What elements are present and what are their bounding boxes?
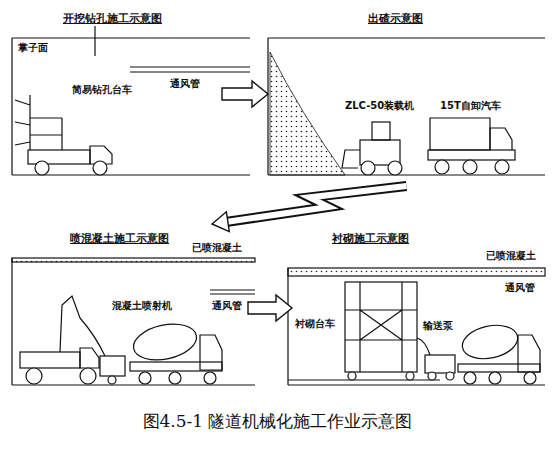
lining-scene-part — [345, 282, 417, 372]
flow-arrow — [248, 295, 292, 321]
part-label: 掌子面 — [18, 42, 48, 54]
shotcrete-scene-part — [139, 372, 151, 384]
drilling-scene-part — [130, 67, 250, 72]
lining-scene-part — [459, 321, 520, 364]
arrow-part — [222, 81, 268, 107]
lining-scene-part — [446, 372, 454, 380]
lining-scene-part — [348, 372, 356, 380]
part-label: 通风管 — [505, 282, 535, 294]
shotcrete-scene-part — [130, 319, 200, 366]
part-label: 通风管 — [170, 78, 200, 90]
mucking-scene-part — [435, 160, 449, 174]
panel-title: 衬砌施工示意图 — [332, 232, 409, 245]
shotcrete-scene-part — [130, 362, 222, 371]
mucking-scene-part — [361, 161, 375, 175]
lining-scene-part — [458, 364, 540, 372]
mucking-scene-part — [268, 38, 545, 175]
part-label: 通风管 — [212, 300, 242, 312]
lining-scene-part — [518, 335, 540, 372]
arrow-part — [226, 186, 407, 222]
part-label: 混凝土喷射机 — [112, 300, 172, 312]
lining-scene-part — [288, 268, 545, 385]
panel-title: 开挖钻孔施工示意图 — [63, 12, 162, 25]
shotcrete-scene-part — [20, 352, 80, 368]
mucking-scene-part — [495, 160, 509, 174]
shotcrete-scene-part — [169, 372, 181, 384]
tunnel-illustration-part — [12, 26, 545, 385]
mucking-scene — [268, 38, 545, 175]
mucking-scene-part — [372, 122, 390, 140]
lining-scene-part — [524, 372, 536, 384]
panel-title: 喷混凝土施工示意图 — [70, 232, 169, 245]
mucking-scene-part — [388, 161, 402, 175]
arrow-part — [248, 295, 292, 321]
drilling-scene-part — [35, 161, 49, 175]
part-label: 输送泵 — [423, 320, 453, 332]
part-label: 15T自卸汽车 — [440, 100, 501, 112]
drilling-scene-part — [15, 95, 62, 150]
drilling-scene-part — [94, 26, 95, 56]
shotcrete-scene-part — [100, 356, 125, 376]
panel: 出碴示意图 — [268, 4, 545, 184]
shotcrete-scene-part — [80, 368, 96, 384]
lining-scene-part — [464, 372, 476, 384]
lining-scene-part — [345, 282, 417, 372]
shotcrete-scene-part — [210, 290, 255, 294]
arrow-part — [212, 212, 229, 232]
lining-scene-part — [428, 372, 436, 380]
lining-scene-part — [425, 355, 455, 373]
drilling-scene-part — [28, 150, 90, 164]
mucking-scene-part — [342, 150, 360, 168]
flow-arrow — [212, 186, 407, 232]
part-label: 简易钻孔台车 — [72, 84, 132, 96]
shotcrete-scene-part — [80, 348, 99, 368]
drilling-scene-part — [12, 38, 250, 175]
mucking-scene-part — [463, 160, 477, 174]
figure-caption: 图4.5-1 隧道机械化施工作业示意图 — [0, 410, 555, 432]
shotcrete-scene-part — [12, 258, 255, 385]
mucking-scene-part — [430, 118, 490, 150]
shotcrete-scene-part — [60, 296, 105, 356]
part-label: 已喷混凝土 — [192, 242, 242, 254]
shotcrete-scene-part — [12, 258, 255, 262]
shotcrete-scene-part — [204, 372, 216, 384]
lining-scene — [288, 268, 545, 385]
flow-arrow — [222, 81, 268, 107]
part-label: 衬砌台车 — [295, 318, 335, 330]
lining-scene-part — [406, 372, 414, 380]
shotcrete-scene — [12, 258, 255, 385]
mucking-scene-part — [428, 150, 515, 160]
drilling-scene-part — [93, 161, 107, 175]
lining-scene-part — [288, 268, 545, 276]
arrow-part — [226, 186, 407, 222]
shotcrete-scene-part — [108, 376, 116, 384]
lining-scene-part — [489, 372, 501, 384]
mucking-scene-part — [490, 128, 512, 150]
part-label: 已喷混凝土 — [486, 250, 536, 262]
lining-scene-part — [417, 338, 430, 355]
shotcrete-scene-part — [26, 368, 42, 384]
panel-title: 出碴示意图 — [368, 12, 423, 25]
mucking-scene-part — [270, 52, 345, 175]
shotcrete-scene-part — [200, 335, 222, 370]
part-label: ZLC-50装载机 — [345, 100, 414, 112]
panel: 衬砌施工示意图 — [292, 224, 545, 392]
drilling-scene — [12, 26, 250, 175]
